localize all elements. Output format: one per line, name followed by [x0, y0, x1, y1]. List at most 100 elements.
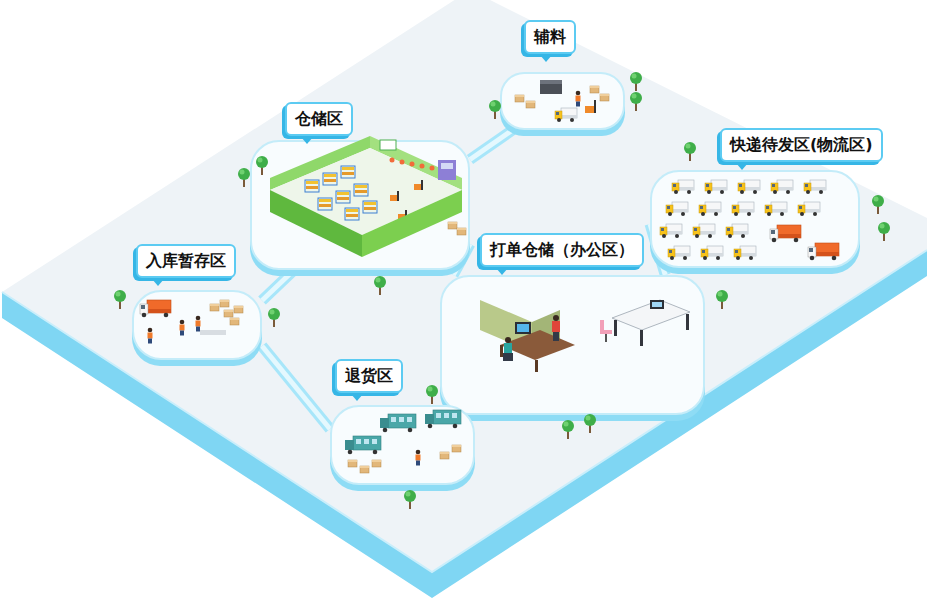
trees: [114, 72, 890, 509]
trees: [489, 100, 501, 119]
platform-outline: [250, 140, 470, 276]
plate-side: [2, 250, 927, 598]
office-area: [552, 321, 560, 332]
warehouse: [362, 190, 462, 257]
office-area: [686, 314, 689, 330]
trees: [630, 92, 642, 111]
warehouse: [405, 210, 407, 220]
platform-outline: [500, 72, 625, 136]
inbound-area: [220, 300, 229, 307]
office-area: [605, 334, 607, 342]
warehouse: [421, 180, 423, 190]
office-area: [480, 300, 532, 352]
zone-platform: 仓储区: [250, 140, 470, 270]
zone-label-holder: 打单仓储（办公区）: [480, 233, 644, 267]
zone-label-holder: 辅料: [524, 20, 576, 54]
warehouse: [398, 214, 407, 220]
office-area: [500, 330, 575, 360]
zone-label-holder: 入库暂存区: [136, 244, 236, 278]
office-area: [612, 300, 690, 330]
trees: [238, 168, 250, 187]
warehouse: [345, 208, 359, 220]
platform-top: [501, 73, 624, 129]
supplies-area: [576, 91, 581, 107]
platform-top: [133, 291, 261, 359]
warehouse: [270, 136, 466, 257]
plate-rim: [2, 250, 927, 572]
office-area: [532, 310, 560, 352]
supplies-area: [590, 86, 599, 93]
dispatch-trucks: [738, 180, 760, 194]
inbound-area: [196, 316, 201, 332]
returns-area: [416, 450, 421, 466]
office-area: [614, 320, 617, 336]
office-area: [650, 300, 664, 309]
supplies-area: [555, 108, 577, 122]
warehouse: [438, 160, 456, 180]
warehouse: [430, 166, 435, 171]
road-connector: [262, 346, 330, 429]
trees: [404, 490, 416, 509]
supplies-area: [540, 80, 562, 94]
dispatch-trucks: [734, 246, 756, 260]
returns-area: [348, 460, 357, 467]
zone-label-holder: 退货区: [335, 359, 403, 393]
warehouse: [363, 201, 377, 213]
office-area: [652, 302, 662, 307]
office-area: [517, 324, 529, 332]
dispatch-trucks: [701, 246, 723, 260]
trees: [872, 195, 884, 214]
warehouse: [400, 160, 405, 165]
road-connector: [470, 130, 513, 160]
zone-label-holder: 仓储区: [285, 102, 353, 136]
supplies-area: [526, 101, 535, 108]
warehouse: [414, 184, 423, 190]
dispatch-trucks: [726, 224, 748, 238]
zone-label: 退货区: [335, 359, 403, 393]
zone-label: 打单仓储（办公区）: [480, 233, 644, 267]
supplies-area: [540, 80, 562, 84]
returns-area: [345, 410, 461, 473]
trees: [584, 414, 596, 433]
office-area: [515, 322, 531, 334]
platform-outline: [330, 405, 475, 491]
warehouse: [441, 163, 453, 169]
zone-platform: 辅料: [500, 72, 625, 130]
platform-top: [651, 171, 859, 267]
warehouse: [270, 136, 370, 190]
inbound-area: [148, 328, 153, 344]
zone-platform: 退货区: [330, 405, 475, 485]
office-area: [480, 300, 690, 372]
dispatch-trucks: [804, 180, 826, 194]
platform-outline: [650, 170, 860, 274]
warehouse: [397, 191, 399, 201]
warehouse: [420, 164, 425, 169]
zone-label-holder: 快递待发区(物流区): [720, 128, 883, 162]
warehouse: [323, 173, 337, 185]
platform-top: [441, 276, 704, 414]
dispatch-trucks: [732, 202, 754, 216]
office-area: [600, 320, 604, 330]
warehouse: [370, 136, 462, 190]
returns-area: [440, 452, 449, 459]
supplies-area: [600, 94, 609, 101]
warehouse: [390, 158, 395, 163]
dispatch-trucks: [668, 246, 690, 260]
road-edge: [262, 346, 330, 429]
returns-area: [425, 410, 461, 428]
dispatch-trucks: [765, 202, 787, 216]
returns-area: [380, 414, 416, 432]
warehouse: [305, 180, 319, 192]
platform-top: [251, 141, 469, 269]
returns-area: [452, 445, 461, 452]
supplies-area: [585, 106, 596, 113]
inbound-area: [224, 310, 233, 317]
inbound-area: [140, 300, 243, 344]
trees: [268, 308, 280, 327]
zone-platform: 打单仓储（办公区）: [440, 275, 705, 415]
road-edge: [470, 130, 513, 160]
plate-top: [2, 0, 927, 572]
returns-area: [372, 460, 381, 467]
